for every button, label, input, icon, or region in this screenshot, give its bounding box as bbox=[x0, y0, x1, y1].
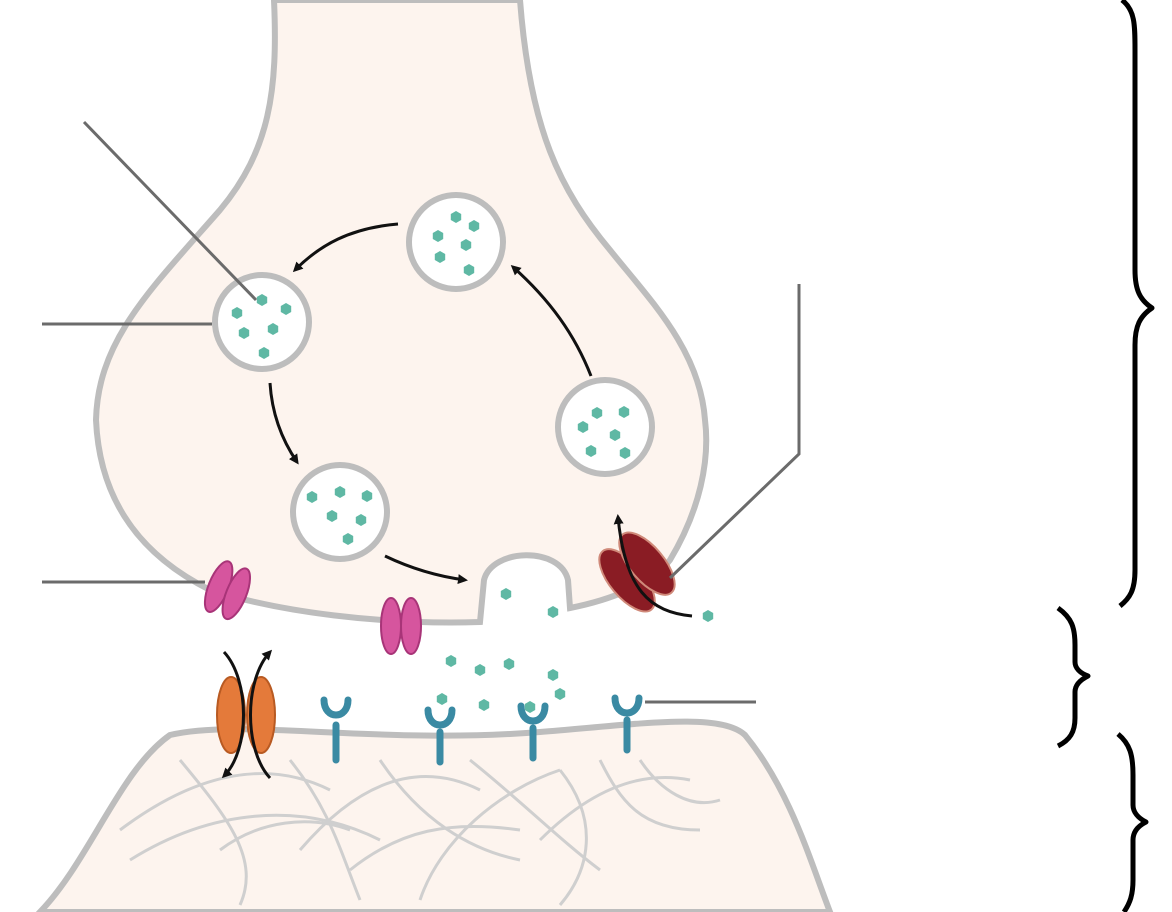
vesicle-icon bbox=[555, 377, 655, 477]
arrow-icon bbox=[384, 554, 468, 585]
arrow-icon bbox=[292, 222, 399, 273]
arrow-icon bbox=[221, 650, 245, 779]
arrow-icon bbox=[249, 649, 273, 780]
neurotransmitter-icon bbox=[500, 588, 512, 600]
vesicle-cycle-arrows bbox=[268, 222, 593, 585]
neurotransmitter-icon bbox=[474, 664, 486, 676]
vesicle-bottom bbox=[290, 462, 390, 562]
postsynaptic-cell bbox=[35, 718, 834, 912]
vesicle-right bbox=[555, 377, 655, 477]
postsynaptic-ion-channel bbox=[216, 649, 276, 780]
neurotransmitter-icon bbox=[436, 693, 448, 705]
neurotransmitter-icon bbox=[524, 701, 536, 713]
cytoskeleton-fibers bbox=[119, 758, 721, 906]
leader-lines bbox=[42, 120, 801, 704]
receptor-icon bbox=[611, 694, 643, 754]
arrow-icon bbox=[510, 265, 593, 377]
neurotransmitter-icon bbox=[445, 655, 457, 667]
vesicle-icon bbox=[212, 272, 312, 372]
vesicle-left bbox=[212, 272, 312, 372]
receptor-icon bbox=[517, 702, 549, 762]
receptor-icon bbox=[424, 706, 456, 766]
neurotransmitter-icon bbox=[547, 606, 559, 618]
arrow-icon bbox=[268, 382, 299, 465]
leader-line-neurotransmitter bbox=[82, 120, 258, 302]
ion-channel-icon bbox=[380, 597, 402, 655]
vesicle-icon bbox=[290, 462, 390, 562]
vesicle-icon bbox=[406, 192, 506, 292]
neurotransmitter-icon bbox=[554, 688, 566, 700]
region-braces bbox=[1056, 0, 1155, 912]
reuptake-transporter bbox=[598, 514, 693, 618]
leader-line-transporter bbox=[668, 284, 801, 580]
postsynaptic-receptors bbox=[320, 694, 643, 766]
neurotransmitter-icon bbox=[547, 669, 559, 681]
brace-icon bbox=[1056, 605, 1091, 749]
receptor-icon bbox=[320, 696, 352, 764]
presynaptic-terminal bbox=[92, 0, 710, 626]
vesicle-top bbox=[406, 192, 506, 292]
presynaptic-channel-center bbox=[380, 597, 422, 655]
neurotransmitter-icon bbox=[503, 658, 515, 670]
neurotransmitter-icon bbox=[478, 699, 490, 711]
arrow-icon bbox=[613, 514, 693, 618]
brace-icon bbox=[1118, 0, 1155, 608]
presynaptic-channel-left bbox=[203, 560, 251, 621]
neurotransmitter-icon bbox=[702, 610, 714, 622]
brace-icon bbox=[1116, 732, 1149, 912]
